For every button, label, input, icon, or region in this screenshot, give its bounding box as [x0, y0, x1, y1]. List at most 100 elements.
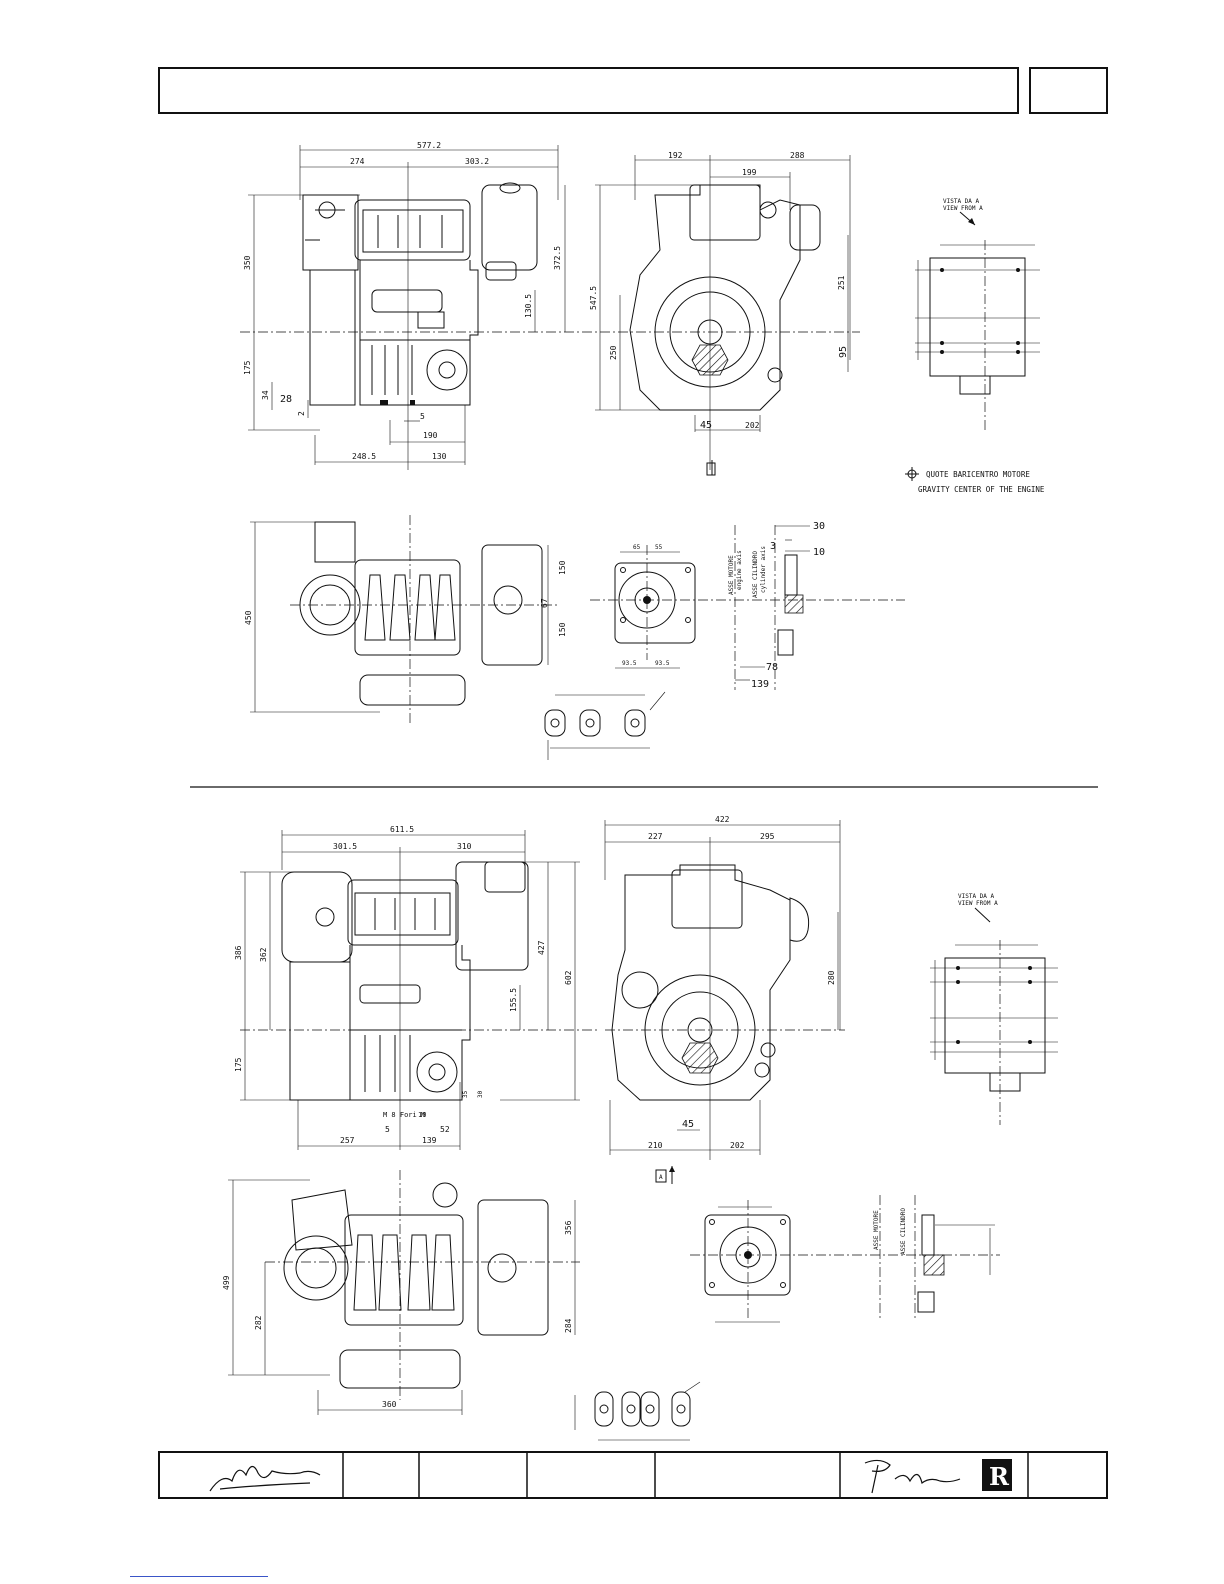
engine1-side-view: 192 288 199 547.5 250 251 95 45 202: [589, 151, 860, 476]
engine2-front-view: 611.5 301.5 310 386 362 175 427 155.5 60…: [234, 825, 600, 1150]
dim-360: 360: [382, 1400, 397, 1409]
dim-height-upper-1: 350: [243, 255, 252, 270]
legend-line1: QUOTE BARICENTRO MOTORE: [926, 470, 1030, 479]
axis-engine-1: ASSE MOTORE: [728, 555, 735, 595]
engine1-gasket-detail: [544, 691, 666, 760]
header-title-box: [158, 67, 1019, 114]
axis-cyl-2: ASSE CILINDRO: [900, 1208, 907, 1255]
axis-cyl-1: ASSE CILINDRO: [752, 551, 759, 598]
signature-right: [864, 1459, 961, 1494]
dim-150-a: 150: [558, 560, 567, 575]
title-block: R: [158, 1451, 1108, 1499]
dim-602: 602: [564, 970, 573, 985]
dim-10-b: 10: [418, 1111, 426, 1119]
dim-175-b: 175: [234, 1057, 243, 1072]
bottom-link-underline: [130, 1576, 268, 1577]
gravity-center-legend: QUOTE BARICENTRO MOTORE GRAVITY CENTER O…: [905, 467, 1045, 494]
dim-52: 52: [440, 1125, 450, 1134]
dim-93-5-a: 93.5: [622, 660, 637, 667]
dim-95: 95: [838, 346, 849, 358]
dim-5-b: 5: [385, 1125, 390, 1134]
dim-65-a: 65: [633, 544, 641, 551]
dim-190: 190: [423, 431, 438, 440]
dim-139-b: 139: [422, 1136, 437, 1145]
dim-139-flange: 139: [751, 679, 769, 690]
dim-left-width-2: 301.5: [333, 842, 357, 851]
view-from-a-label-1: VISTA DA A: [943, 198, 980, 205]
signature-left: [209, 1465, 321, 1492]
dim-height-lower-1: 175: [243, 360, 252, 375]
dim-130: 130: [432, 452, 447, 461]
engine1-view-from-a: VISTA DA A VIEW FROM A: [915, 198, 1040, 430]
dim-250: 250: [609, 345, 618, 360]
engine2-side-view: 422 227 295 280 210 202 45 A: [604, 815, 845, 1184]
svg-text:VIEW FROM A: VIEW FROM A: [958, 900, 998, 907]
dim-386: 386: [234, 945, 243, 960]
dim-210: 210: [648, 1141, 663, 1150]
dim-3-flange: 3: [770, 541, 776, 552]
dim-282: 282: [254, 1315, 263, 1330]
axis-engine-en-1: engine axis: [736, 550, 743, 590]
engine2-gasket-detail: [574, 1381, 701, 1441]
dim-155-5: 155.5: [509, 988, 518, 1012]
dim-150-b: 150: [558, 622, 567, 637]
dim-130-5: 130.5: [524, 294, 533, 318]
dim-35: 35: [462, 1090, 469, 1098]
dim-288: 288: [790, 151, 805, 160]
dim-280: 280: [827, 970, 836, 985]
dim-499: 499: [222, 1275, 231, 1290]
dim-78-flange: 78: [766, 662, 778, 673]
dim-93-5-b: 93.5: [655, 660, 670, 667]
dim-45-b: 45: [682, 1119, 694, 1130]
dim-left-width-1: 274: [350, 157, 365, 166]
dim-thread: M 8 Fori M: [383, 1111, 425, 1119]
legend-line2: GRAVITY CENTER OF THE ENGINE: [918, 485, 1045, 494]
engine1-front-view: 577.2 274 303.2 350 175 34 28 2 372.5 13…: [240, 141, 600, 470]
dim-192: 192: [668, 151, 683, 160]
axis-engine-2: ASSE MOTORE: [873, 1210, 880, 1250]
logo-letter: R: [989, 1462, 1010, 1491]
dim-199: 199: [742, 168, 757, 177]
svg-text:VIEW FROM A: VIEW FROM A: [943, 205, 983, 212]
dim-overall-width-1: 577.2: [417, 141, 441, 150]
dim-30-b: 30: [477, 1090, 484, 1098]
engine1-plan-view: 450 150 150 67: [244, 515, 567, 725]
engine2-view-from-a: VISTA DA A VIEW FROM A: [930, 893, 1058, 1125]
dim-30-flange: 30: [813, 521, 825, 532]
dim-45-a: 45: [700, 420, 712, 431]
dim-427: 427: [537, 940, 546, 955]
dim-55-a: 55: [655, 544, 663, 551]
dim-5-a: 5: [420, 412, 425, 421]
dim-372-5: 372.5: [553, 246, 562, 270]
dim-67: 67: [540, 598, 549, 608]
dim-422: 422: [715, 815, 730, 824]
engine1-flange-detail: 65 55 93.5 93.5 ASSE MOTORE engine axis …: [590, 521, 905, 690]
axis-cyl-en-1: cylinder axis: [760, 546, 767, 593]
dim-251: 251: [837, 275, 846, 290]
dim-295: 295: [760, 832, 775, 841]
dim-right-width-2: 310: [457, 842, 472, 851]
dim-202-b: 202: [730, 1141, 745, 1150]
dim-248-5: 248.5: [352, 452, 376, 461]
header-page-box: [1029, 67, 1108, 114]
dim-284: 284: [564, 1318, 573, 1333]
engine2-flange-detail: ASSE MOTORE ASSE CILINDRO: [690, 1195, 1000, 1323]
dim-356: 356: [564, 1220, 573, 1235]
dim-362: 362: [259, 947, 268, 962]
dim-227: 227: [648, 832, 663, 841]
dim-202-a: 202: [745, 421, 760, 430]
dim-10-flange: 10: [813, 547, 825, 558]
logo-r: [982, 1459, 1012, 1491]
dim-right-width-1: 303.2: [465, 157, 489, 166]
dim-547-5: 547.5: [589, 286, 598, 310]
dim-2: 2: [297, 411, 306, 416]
dim-257: 257: [340, 1136, 355, 1145]
dim-28: 28: [280, 394, 292, 405]
view-from-a-label-2: VISTA DA A: [958, 893, 995, 900]
dim-450: 450: [244, 610, 253, 625]
dim-34: 34: [261, 390, 270, 400]
dim-overall-width-2: 611.5: [390, 825, 414, 834]
engine2-plan-view: 499 282 356 284 360: [222, 1170, 580, 1415]
arrow-a-label: A: [659, 1174, 663, 1181]
